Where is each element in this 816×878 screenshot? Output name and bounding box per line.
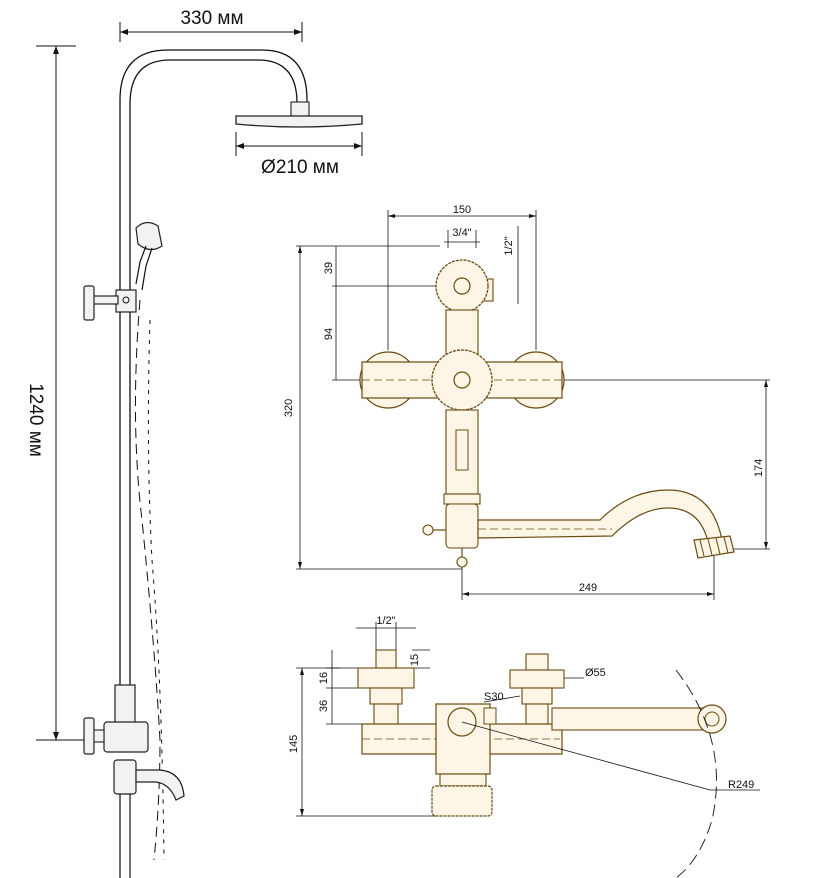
dim-36-label: 36 <box>318 700 330 712</box>
height-320-label: 320 <box>283 399 295 417</box>
thread-half-label: 1/2" <box>376 615 395 627</box>
thread-top-label: 3/4" <box>452 227 471 239</box>
thread-side-label: 1/2" <box>503 236 515 255</box>
diameter-55-label: Ø55 <box>585 667 606 679</box>
dim-16-label: 16 <box>318 672 330 684</box>
height-174-label: 174 <box>753 459 765 477</box>
spout-reach-label: 249 <box>579 582 597 594</box>
arm-length-label: 330 мм <box>180 8 243 29</box>
top-view: 1/2" 15 16 36 145 Ø55 S30 <box>288 615 760 878</box>
offset-94-label: 94 <box>323 328 335 340</box>
width-150-label: 150 <box>453 204 471 216</box>
dim-145-label: 145 <box>288 735 300 753</box>
head-diameter-label: Ø210 мм <box>261 157 339 178</box>
key-s30-label: S30 <box>484 691 504 703</box>
offset-39-label: 39 <box>323 262 335 274</box>
front-view: 150 3/4" 1/2" 320 39 94 174 249 <box>283 204 770 600</box>
dim-15-label: 15 <box>409 654 421 666</box>
total-height-label: 1240 мм <box>25 383 46 457</box>
radius-label: R249 <box>728 779 754 791</box>
shower-system-view: 330 мм 1240 мм Ø210 мм <box>25 8 363 878</box>
